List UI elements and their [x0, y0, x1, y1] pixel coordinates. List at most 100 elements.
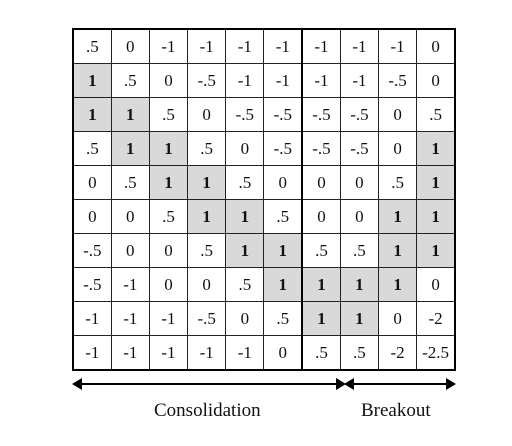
matrix-cell: -2 — [377, 335, 418, 371]
matrix-cell: .5 — [187, 233, 227, 268]
matrix-cell: -1 — [301, 28, 341, 64]
matrix-cell: 0 — [301, 199, 341, 234]
matrix-cell: .5 — [187, 131, 227, 166]
matrix-cell: -1 — [148, 301, 189, 336]
matrix-cell: 1 — [187, 199, 227, 234]
region-axis — [72, 378, 456, 390]
matrix-cell: .5 — [225, 165, 265, 200]
matrix-cell: 1 — [225, 199, 265, 234]
matrix-cell: -1 — [339, 63, 380, 98]
consolidation-arrow-line — [80, 383, 342, 385]
matrix-cell: -2.5 — [416, 335, 456, 371]
matrix-cell: -1 — [148, 335, 189, 371]
matrix-cell: .5 — [72, 131, 112, 166]
matrix-cell: -.5 — [72, 267, 112, 302]
matrix-cell: 0 — [263, 165, 303, 200]
matrix-cell: 0 — [263, 335, 303, 371]
matrix-cell: 1 — [377, 199, 418, 234]
matrix-cell: 1 — [339, 301, 380, 336]
breakout-label: Breakout — [361, 400, 431, 421]
matrix-cell: 1 — [72, 63, 112, 98]
matrix-cell: 0 — [187, 267, 227, 302]
matrix-cell: -1 — [339, 28, 380, 64]
consolidation-left-arrowhead-icon — [72, 378, 82, 390]
matrix-cell: 0 — [110, 233, 150, 268]
matrix-cell: .5 — [225, 267, 265, 302]
matrix-cell: -.5 — [263, 97, 303, 132]
matrix-cell: 1 — [377, 267, 418, 302]
matrix-cell: -.5 — [339, 97, 380, 132]
matrix-cell: 1 — [339, 267, 380, 302]
breakout-arrow-line — [348, 383, 448, 385]
matrix-cell: 1 — [225, 233, 265, 268]
matrix-cell: 0 — [225, 301, 265, 336]
matrix-cell: -1 — [263, 28, 303, 64]
matrix-cell: 0 — [377, 301, 418, 336]
consolidation-right-arrowhead-icon — [336, 378, 346, 390]
matrix-cell: 0 — [225, 131, 265, 166]
matrix-cell: -1 — [72, 301, 112, 336]
matrix-cell: 0 — [339, 165, 380, 200]
breakout-left-arrowhead-icon — [344, 378, 354, 390]
matrix-cell: 0 — [339, 199, 380, 234]
matrix-cell: .5 — [110, 165, 150, 200]
matrix-cell: 0 — [72, 199, 112, 234]
matrix-cell: .5 — [110, 63, 150, 98]
matrix-cell: 1 — [263, 267, 303, 302]
matrix-cell: .5 — [377, 165, 418, 200]
matrix-cell: 1 — [416, 199, 456, 234]
matrix-cell: -.5 — [301, 97, 341, 132]
matrix-cell: 1 — [377, 233, 418, 268]
matrix-cell: 1 — [72, 97, 112, 132]
matrix-cell: 1 — [263, 233, 303, 268]
matrix-cell: 1 — [110, 131, 150, 166]
matrix-cell: 0 — [416, 28, 456, 64]
matrix-cell: 1 — [148, 165, 189, 200]
matrix-cell: 0 — [110, 28, 150, 64]
matrix-cell: -1 — [110, 335, 150, 371]
matrix-cell: 1 — [187, 165, 227, 200]
matrix-cell: -.5 — [377, 63, 418, 98]
matrix-cell: .5 — [339, 335, 380, 371]
matrix-cell: .5 — [148, 97, 189, 132]
matrix-cell: -1 — [148, 28, 189, 64]
matrix-cell: 0 — [377, 97, 418, 132]
matrix-cell: -1 — [225, 63, 265, 98]
matrix-cell: -1 — [72, 335, 112, 371]
matrix-cell: -.5 — [187, 301, 227, 336]
matrix-cell: 0 — [416, 63, 456, 98]
matrix-cell: .5 — [416, 97, 456, 132]
matrix-cell: 1 — [148, 131, 189, 166]
matrix-cell: 1 — [301, 301, 341, 336]
matrix-cell: 0 — [416, 267, 456, 302]
matrix-cell: -1 — [225, 335, 265, 371]
matrix-cell: -1 — [110, 301, 150, 336]
matrix-cell: -.5 — [263, 131, 303, 166]
matrix-cell: -1 — [110, 267, 150, 302]
matrix-cell: -.5 — [187, 63, 227, 98]
matrix-cell: -2 — [416, 301, 456, 336]
matrix-cell: -1 — [225, 28, 265, 64]
consolidation-label: Consolidation — [154, 400, 261, 421]
matrix-cell: 1 — [110, 97, 150, 132]
matrix-cell: 0 — [377, 131, 418, 166]
matrix-cell: 1 — [301, 267, 341, 302]
matrix-cell: 0 — [148, 233, 189, 268]
matrix-cell: .5 — [339, 233, 380, 268]
matrix-cell: -.5 — [301, 131, 341, 166]
matrix-cell: -1 — [301, 63, 341, 98]
matrix-cell: .5 — [263, 199, 303, 234]
matrix-cell: .5 — [301, 233, 341, 268]
matrix-cell: -1 — [263, 63, 303, 98]
